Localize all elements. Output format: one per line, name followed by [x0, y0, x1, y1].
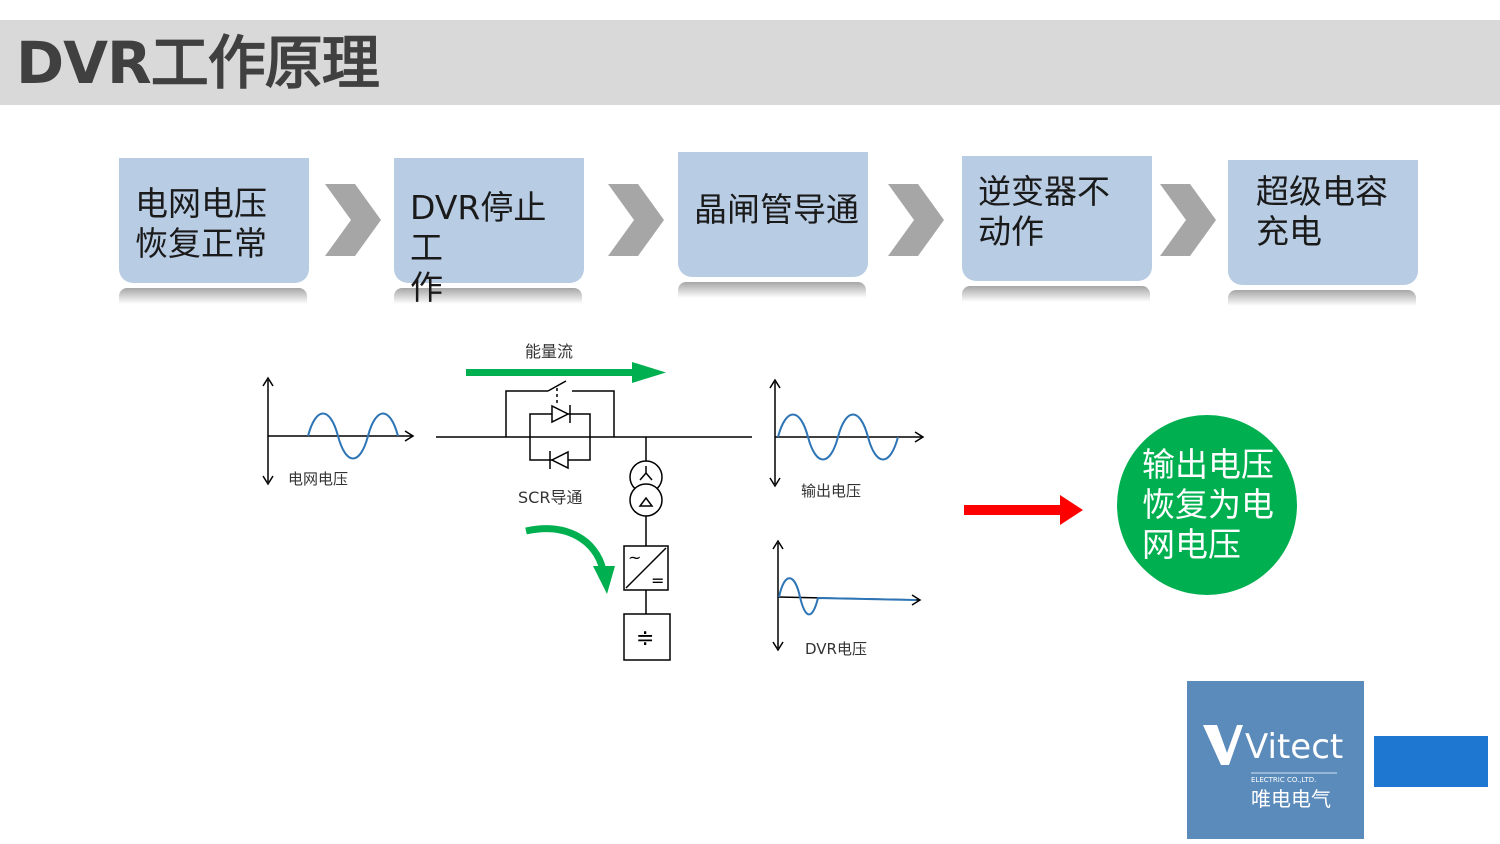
- logo-chinese: 唯电电气: [1251, 787, 1331, 811]
- step-box: [678, 152, 868, 277]
- company-logo: Vitect ELECTRIC CO.,LTD. 唯电电气: [1187, 681, 1364, 839]
- step-label: 电网电压 恢复正常: [135, 184, 267, 263]
- logo-text: Vitect: [1245, 727, 1343, 767]
- step-shadow: [119, 288, 307, 304]
- output-voltage-plot: [769, 378, 925, 488]
- thyristor-icon: [529, 404, 591, 470]
- page-title: DVR工作原理: [16, 29, 380, 97]
- converter-ac-symbol: ~: [628, 548, 641, 567]
- dvr-voltage-wave: [778, 577, 917, 616]
- title-bar: DVR工作原理: [0, 20, 1500, 105]
- chevron-right-icon: [608, 184, 664, 256]
- chevron-right-icon: [325, 184, 381, 256]
- result-text: 输出电压 恢复为电 网电压: [1142, 445, 1274, 564]
- converter-dc-symbol: =: [651, 571, 664, 590]
- step-box: [962, 156, 1152, 281]
- step-label: 超级电容 充电: [1256, 172, 1388, 251]
- step-shadow: [394, 288, 582, 304]
- converter-icon: ~ =: [623, 545, 669, 591]
- step-shadow: [678, 282, 866, 298]
- chevron-right-icon: [888, 184, 944, 256]
- step-box: [394, 158, 584, 283]
- step-box: [1228, 160, 1418, 285]
- step-label: DVR停止工 作: [410, 188, 547, 307]
- step-shadow: [962, 286, 1150, 302]
- step-label: 逆变器不 动作: [978, 172, 1110, 251]
- output-voltage-label: 输出电压: [801, 482, 861, 500]
- grid-voltage-plot: [262, 376, 415, 486]
- step-label: 晶闸管导通: [694, 190, 859, 229]
- chevron-right-icon: [1160, 184, 1216, 256]
- dvr-voltage-plot: [772, 539, 922, 652]
- output-voltage-wave: [777, 413, 899, 461]
- dvr-voltage-label: DVR电压: [805, 640, 867, 658]
- grid-voltage-wave: [307, 412, 399, 460]
- charge-flow-arrow: [525, 525, 615, 594]
- scr-label: SCR导通: [518, 488, 582, 507]
- capacitor-symbol: ≑: [636, 626, 654, 651]
- logo-graphic: Vitect ELECTRIC CO.,LTD. 唯电电气: [1203, 725, 1343, 811]
- grid-voltage-label: 电网电压: [288, 470, 348, 488]
- result-circle: 输出电压 恢复为电 网电压: [1117, 415, 1297, 595]
- transformer-icon: [629, 437, 663, 546]
- capacitor-icon: ≑: [623, 613, 671, 661]
- switch-icon: [505, 380, 615, 437]
- step-box: [119, 158, 309, 283]
- logo-accent-block: [1374, 736, 1488, 787]
- energy-flow-arrow: [466, 362, 666, 383]
- result-arrow: [964, 495, 1083, 525]
- logo-subtitle: ELECTRIC CO.,LTD.: [1251, 776, 1316, 784]
- energy-flow-label: 能量流: [525, 342, 573, 361]
- step-shadow: [1228, 290, 1416, 306]
